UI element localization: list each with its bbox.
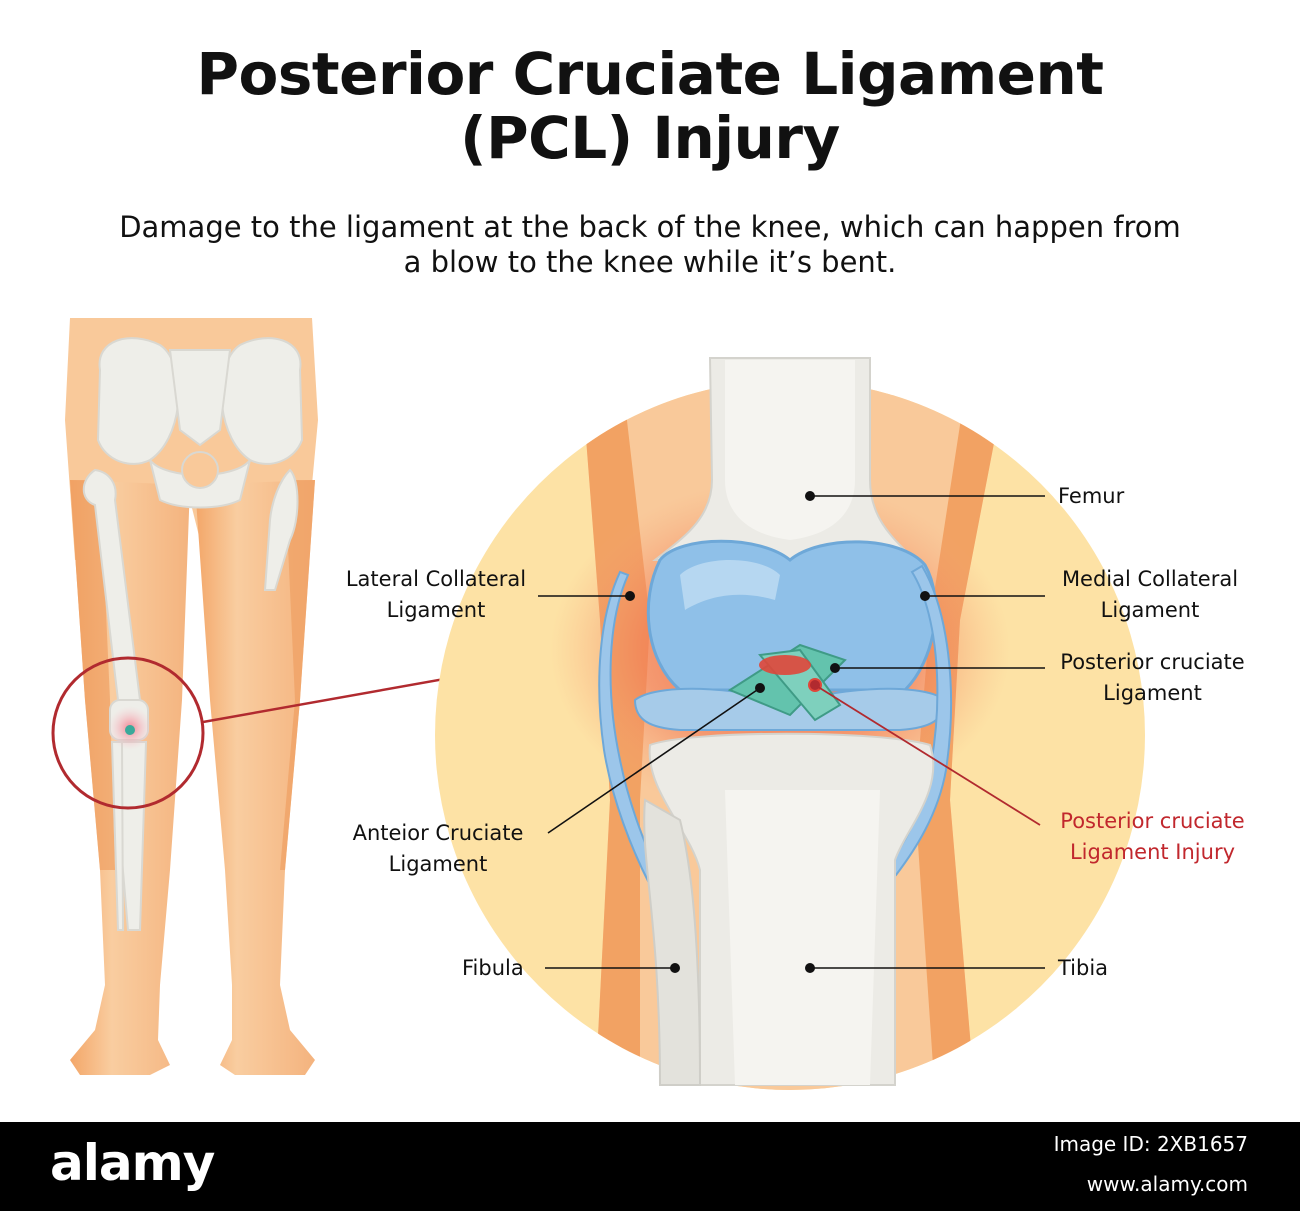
- label-anterior-cruciate-ligament: Anteior Cruciate Ligament: [332, 818, 544, 880]
- injury-callout-dot: [810, 680, 820, 690]
- callout-lines: [538, 491, 1045, 973]
- stock-footer: alamy Image ID: 2XB1657 www.alamy.com: [0, 1122, 1300, 1211]
- label-lateral-collateral-line-1: Lateral Collateral: [345, 567, 527, 591]
- legs-figure: [51, 318, 318, 1075]
- pelvis-bone: [96, 337, 304, 509]
- fibula-bone: [643, 798, 702, 1086]
- title-line-2: (PCL) Injury: [460, 104, 840, 172]
- knee-detail-circle: [435, 357, 1145, 1090]
- label-anterior-cruciate-line-1: Anteior Cruciate: [352, 821, 524, 845]
- knee-highlight-circle: [51, 656, 205, 810]
- right-leg: [195, 480, 315, 1075]
- femur-highlight: [725, 360, 855, 540]
- label-lateral-collateral-ligament: Lateral Collateral Ligament: [330, 564, 542, 626]
- soft-tissue-shade-right: [915, 380, 1010, 1090]
- label-pcl-injury: Posterior cruciate Ligament Injury: [1050, 806, 1255, 868]
- label-pcl-injury-line-2: Ligament Injury: [1069, 840, 1236, 864]
- image-id: Image ID: 2XB1657: [1053, 1132, 1248, 1156]
- label-anterior-cruciate-line-2: Ligament: [388, 852, 488, 876]
- label-pcl-injury-line-1: Posterior cruciate: [1060, 809, 1245, 833]
- brand-logo: alamy: [50, 1134, 215, 1192]
- label-posterior-cruciate-line-2: Ligament: [1103, 681, 1202, 705]
- label-medial-collateral-line-2: Ligament: [1100, 598, 1200, 622]
- site-url: www.alamy.com: [1086, 1172, 1248, 1196]
- label-femur: Femur: [1058, 481, 1124, 512]
- injury-callout-line: [814, 684, 1041, 826]
- subtitle-line-1: Damage to the ligament at the back of th…: [119, 210, 1181, 244]
- label-lateral-collateral-line-2: Ligament: [386, 598, 486, 622]
- leg-shade: [280, 480, 315, 870]
- label-tibia-text: Tibia: [1058, 956, 1109, 980]
- title-line-1: Posterior Cruciate Ligament: [196, 40, 1104, 108]
- label-fibula-text: Fibula: [462, 956, 524, 980]
- page-title: Posterior Cruciate Ligament (PCL) Injury: [0, 42, 1300, 170]
- knee-injury-dot: [125, 725, 135, 735]
- subtitle: Damage to the ligament at the back of th…: [60, 210, 1240, 280]
- tibia-highlight: [725, 790, 880, 1085]
- label-tibia: Tibia: [1058, 953, 1108, 984]
- label-medial-collateral-ligament: Medial Collateral Ligament: [1050, 564, 1250, 626]
- label-medial-collateral-line-1: Medial Collateral: [1061, 567, 1239, 591]
- subtitle-line-2: a blow to the knee while it’s bent.: [403, 245, 897, 279]
- label-femur-text: Femur: [1058, 484, 1125, 508]
- anatomy-illustration: [51, 318, 1145, 1090]
- label-posterior-cruciate-ligament: Posterior cruciate Ligament: [1050, 647, 1255, 709]
- label-posterior-cruciate-line-1: Posterior cruciate: [1060, 650, 1245, 674]
- label-fibula: Fibula: [462, 953, 524, 984]
- cartilage-highlight: [680, 560, 780, 610]
